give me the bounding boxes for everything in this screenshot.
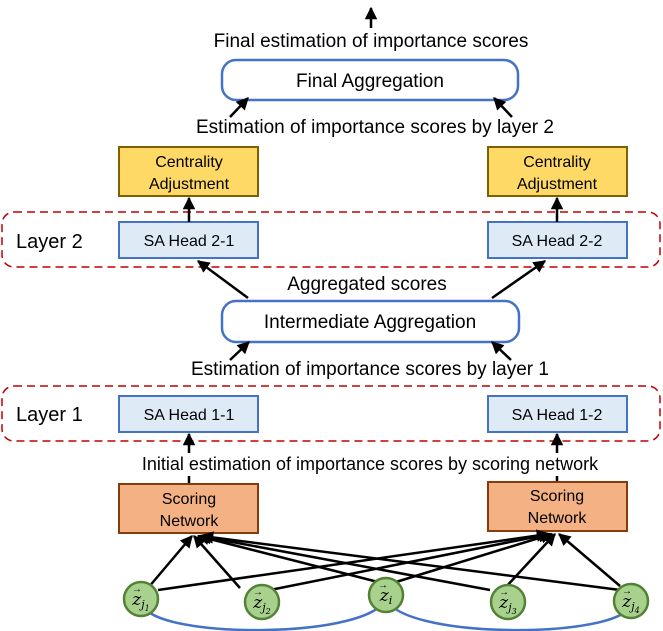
scoring-network-left-line2: Network: [160, 513, 220, 530]
node-z-j1: zj1 →: [122, 580, 160, 618]
svg-text:zj3: zj3: [498, 593, 516, 616]
arrow-to-final-right: [493, 97, 513, 118]
scoring-network-right-box: [487, 481, 628, 532]
svg-text:→: →: [253, 587, 263, 598]
sa-head-1-1-box: [118, 395, 259, 433]
node-arrows-right: [157, 529, 621, 592]
final-aggregation-label: Final Aggregation: [296, 71, 444, 92]
scoring-network-right-line2: Network: [528, 510, 588, 527]
aggregated-scores-label: Aggregated scores: [287, 274, 447, 295]
sa-head-2-2-label: SA Head 2-2: [512, 233, 603, 250]
scoring-network-right-line1: Scoring: [530, 488, 584, 505]
arrow-to-intermediate-right: [491, 341, 512, 361]
scoring-network-left-box: [118, 483, 259, 534]
intermediate-aggregation-label: Intermediate Aggregation: [264, 312, 476, 333]
sa-head-2-1-box: [118, 221, 259, 259]
node-z-j4: zj4 →: [612, 582, 650, 620]
sa-head-1-2-label: SA Head 1-2: [512, 407, 603, 424]
final-aggregation-box: [220, 58, 520, 102]
layer1-estimation-label: Estimation of importance scores by layer…: [191, 359, 549, 380]
centrality-adjustment-right-line2: Adjustment: [517, 176, 598, 193]
arrow-to-final-left: [229, 97, 249, 118]
final-estimation-label: Final estimation of importance scores: [214, 31, 529, 52]
centrality-adjustment-right-line1: Centrality: [523, 154, 591, 171]
centrality-adjustment-left-line1: Centrality: [155, 154, 223, 171]
arrow-to-intermediate-left: [229, 341, 250, 361]
svg-text:zj1: zj1: [131, 590, 149, 613]
svg-text:zi: zi: [379, 586, 393, 607]
layer2-label: Layer 2: [16, 231, 83, 253]
sa-head-1-2-box: [487, 395, 628, 433]
arrow-intermediate-to-sa22: [491, 259, 547, 300]
sa-head-1-1-label: SA Head 1-1: [144, 407, 235, 424]
centrality-adjustment-right-box: [487, 146, 628, 197]
layer2-estimation-label: Estimation of importance scores by layer…: [196, 117, 554, 138]
svg-text:→: →: [132, 584, 142, 595]
node-z-j2: zj2 →: [243, 583, 281, 621]
scoring-network-left-line1: Scoring: [162, 491, 216, 508]
svg-text:zj4: zj4: [621, 592, 639, 615]
svg-text:→: →: [378, 580, 388, 591]
centrality-adjustment-left-line2: Adjustment: [149, 176, 230, 193]
layer1-label: Layer 1: [16, 404, 83, 426]
arrow-intermediate-to-sa21: [196, 259, 249, 300]
layer1-container: [1, 385, 661, 442]
layer2-container: [1, 211, 661, 268]
centrality-adjustment-left-box: [118, 146, 259, 197]
intermediate-aggregation-box: [220, 299, 521, 344]
svg-text:→: →: [499, 587, 509, 598]
initial-estimation-label: Initial estimation of importance scores …: [142, 454, 599, 474]
sa-head-2-1-label: SA Head 2-1: [144, 233, 235, 250]
svg-text:zj2: zj2: [252, 593, 270, 616]
node-z-i: zi →: [367, 576, 405, 614]
curve-node1-node3: [141, 595, 388, 631]
svg-text:→: →: [622, 586, 632, 597]
node-z-j3: zj3 →: [489, 583, 527, 621]
curve-node3-node5: [384, 595, 633, 631]
